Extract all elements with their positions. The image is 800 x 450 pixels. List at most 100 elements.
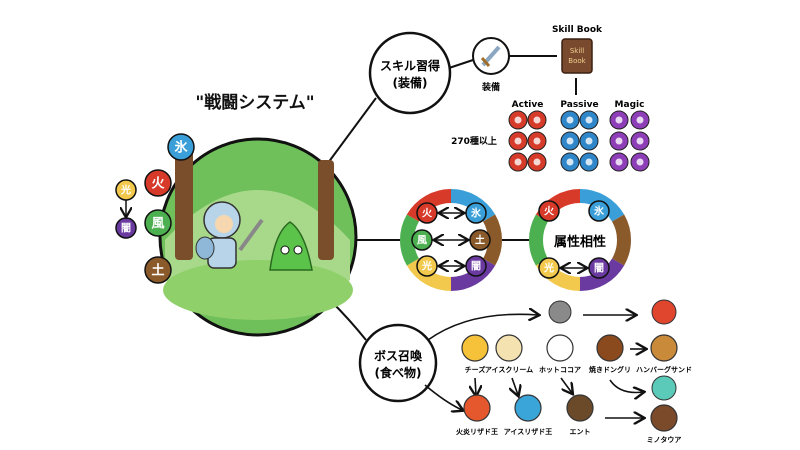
boss-item: エント xyxy=(566,394,594,436)
element-badge-wind: 風 xyxy=(144,209,172,237)
book-icon: Skill Book xyxy=(561,38,593,74)
boss-item: アイスリザド王 xyxy=(504,394,552,436)
element-badge-dark: 闇 xyxy=(115,217,137,239)
skill-icon-grid: Active Passive Magic xyxy=(508,100,650,172)
svg-text:氷: 氷 xyxy=(174,140,188,156)
svg-text:火炎リザド王: 火炎リザド王 xyxy=(456,427,498,436)
boss-summon-node[interactable]: ボス召喚 (食べ物) xyxy=(358,323,438,403)
element-badge-fire: 火 xyxy=(144,169,172,197)
skill-category-magic: Magic xyxy=(615,100,645,110)
element-badge-fire: 火 xyxy=(416,202,438,224)
ring-segment xyxy=(450,189,496,222)
element-badge-ice: 氷 xyxy=(465,202,487,224)
affinity-label: 属性相性 xyxy=(554,234,606,250)
element-badge-light: 光 xyxy=(416,255,438,277)
food-icon xyxy=(546,334,574,362)
svg-text:氷: 氷 xyxy=(593,205,605,218)
ring-segment xyxy=(482,214,502,266)
element-badge-ice: 氷 xyxy=(588,200,610,222)
affinity-ring-pairs: 火 氷風 土光 闇 xyxy=(400,189,502,291)
teal-dragon-icon xyxy=(651,375,677,401)
svg-text:闇: 闇 xyxy=(121,222,131,235)
battle-scene-illustration xyxy=(158,137,358,337)
ring-segment xyxy=(406,189,452,222)
food-list: チーズアイスクリームホットココア焼きドングリハンバーグサンド xyxy=(461,299,692,374)
skill-category-passive: Passive xyxy=(560,100,598,110)
svg-text:光: 光 xyxy=(421,260,432,273)
svg-text:風: 風 xyxy=(417,235,427,247)
food-icon xyxy=(650,334,678,362)
boss-node-line2: (食べ物) xyxy=(375,365,422,380)
food-icon xyxy=(461,334,489,362)
ring-segment xyxy=(406,258,452,291)
svg-text:氷: 氷 xyxy=(470,207,482,220)
svg-text:アイスリザド王: アイスリザド王 xyxy=(504,427,552,436)
element-badge-light: 光 xyxy=(538,257,560,279)
affinity-ring-summary: 火 氷光 闇 xyxy=(529,189,631,291)
skill-book-label: Skill Book xyxy=(552,25,603,35)
red-dragon-icon xyxy=(651,299,677,325)
svg-text:ミノタウア: ミノタウア xyxy=(647,435,682,444)
svg-text:ハンバーグサンド: ハンバーグサンド xyxy=(636,365,692,374)
svg-text:闇: 闇 xyxy=(594,262,604,275)
element-badge-ice: 氷 xyxy=(167,133,195,161)
boss-icon xyxy=(566,394,594,422)
svg-text:アイスクリーム: アイスクリーム xyxy=(485,365,533,374)
svg-text:Skill: Skill xyxy=(570,47,584,55)
svg-text:Book: Book xyxy=(568,57,586,65)
food-item: ハンバーグサンド xyxy=(636,334,692,374)
boss-item: ミノタウア xyxy=(647,404,682,444)
svg-text:火: 火 xyxy=(151,177,165,192)
svg-text:チーズ: チーズ xyxy=(465,365,486,374)
skill-acquisition-node[interactable]: スキル習得 (装備) xyxy=(368,31,452,115)
svg-text:火: 火 xyxy=(422,208,433,220)
ring-segment xyxy=(529,214,549,266)
svg-text:ホットココア: ホットココア xyxy=(539,366,581,374)
svg-text:エント: エント xyxy=(570,428,591,436)
ring-segment xyxy=(450,258,496,291)
summon-arrows xyxy=(424,314,645,418)
element-badge-earth: 土 xyxy=(144,256,172,284)
ring-segment xyxy=(400,214,420,266)
food-item: チーズ xyxy=(461,334,489,374)
element-badge-light: 光 xyxy=(115,179,137,201)
food-item: アイスクリーム xyxy=(485,334,533,374)
skill-category-active: Active xyxy=(512,100,544,110)
boss-icon xyxy=(650,404,678,432)
food-item: 焼きドングリ xyxy=(589,334,631,374)
food-icon xyxy=(596,334,624,362)
food-item: ホットココア xyxy=(539,334,581,374)
boss-node-line1: ボス召喚 xyxy=(374,348,423,363)
element-badge-fire: 火 xyxy=(538,200,560,222)
svg-text:光: 光 xyxy=(120,184,131,197)
skill-count: 270種以上 xyxy=(451,135,497,147)
boss-item: 火炎リザド王 xyxy=(456,394,498,436)
ring-segment xyxy=(611,214,631,266)
svg-text:焼きドングリ: 焼きドングリ xyxy=(589,365,631,374)
svg-text:光: 光 xyxy=(543,262,554,275)
boss-list: 火炎リザド王アイスリザド王 エントミノタウア xyxy=(456,375,682,444)
slime-icon xyxy=(269,221,313,271)
boss-icon xyxy=(463,394,491,422)
knight-icon xyxy=(195,201,264,269)
element-badge-wind: 風 xyxy=(411,229,433,251)
diagram-title: "戦闘システム" xyxy=(195,92,314,113)
skill-node-line2: (装備) xyxy=(393,75,428,90)
element-badge-dark: 闇 xyxy=(588,257,610,279)
element-badge-earth: 土 xyxy=(469,229,491,251)
skill-book[interactable]: Skill Book Skill Book xyxy=(552,25,603,74)
skill-node-line1: スキル習得 xyxy=(380,58,440,73)
svg-text:土: 土 xyxy=(475,234,485,247)
mouse-icon xyxy=(548,300,572,324)
svg-text:土: 土 xyxy=(151,263,164,279)
svg-text:風: 風 xyxy=(151,217,164,232)
sword-icon xyxy=(480,45,501,67)
equip-node[interactable]: 装備 xyxy=(472,37,510,93)
svg-text:闇: 闇 xyxy=(471,260,481,273)
svg-text:火: 火 xyxy=(544,206,555,218)
element-badge-dark: 闇 xyxy=(465,255,487,277)
equip-label: 装備 xyxy=(481,81,500,93)
boss-icon xyxy=(514,394,542,422)
